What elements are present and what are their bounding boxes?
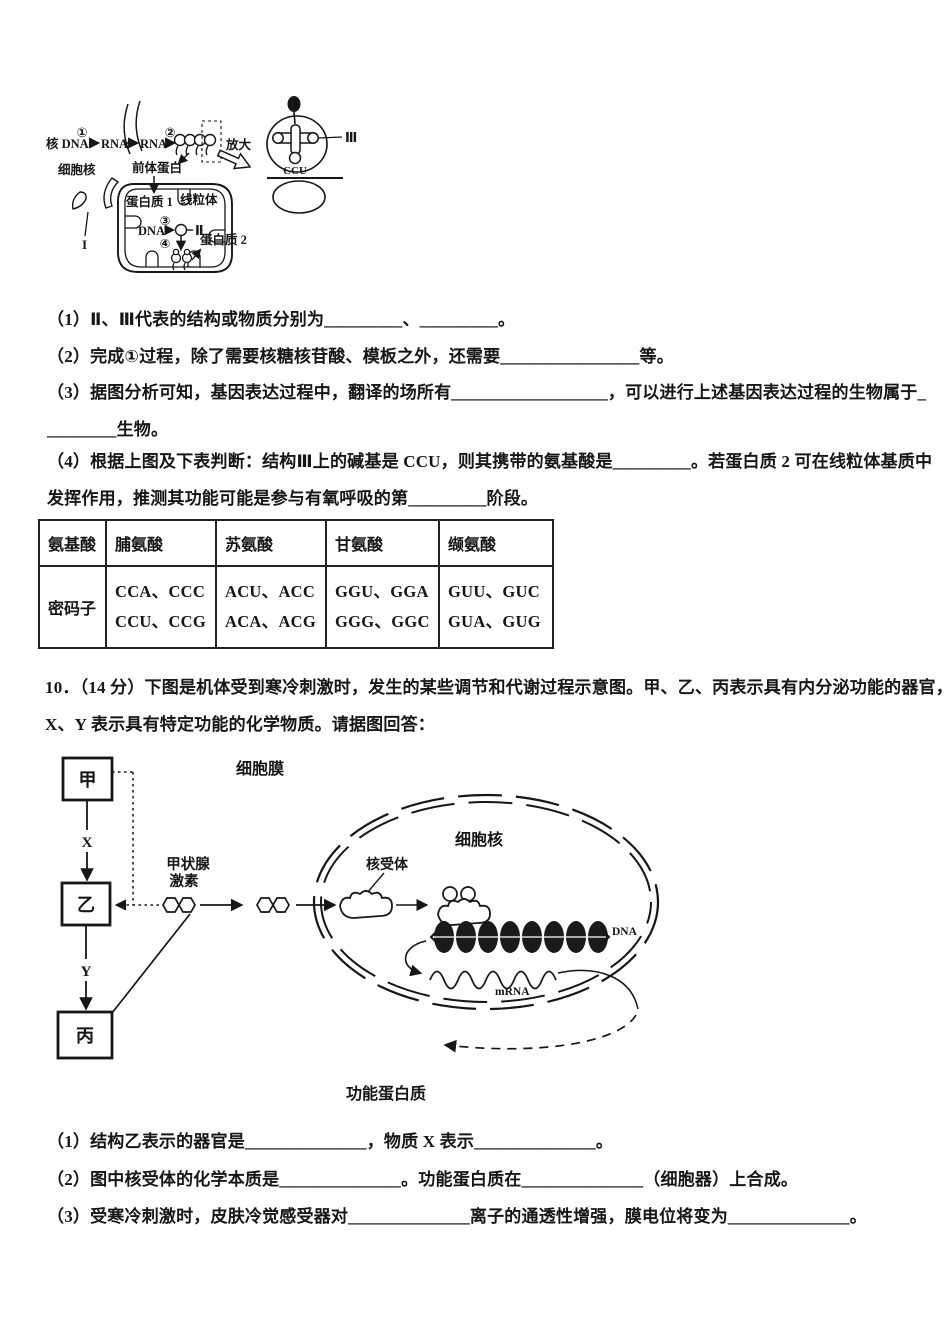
hormone-regulation-diagram: 甲 X 乙 Y 丙 甲状腺 激素 细胞 xyxy=(56,756,660,1103)
q9-4a: （4）根据上图及下表判断：结构Ⅲ上的碱基是 CCU，则其携带的氨基酸是_____… xyxy=(47,452,933,471)
trna-stem xyxy=(290,124,301,155)
codon-cell-valine: GUU、GUC GUA、GUG xyxy=(440,567,552,647)
codon-line: GGU、GGA xyxy=(335,582,429,601)
trna-anticodon-loop xyxy=(288,151,302,165)
arrow-to-precursor xyxy=(177,152,190,165)
mito-ribosomes xyxy=(170,248,193,271)
mito-label: 线粒体 xyxy=(180,192,218,207)
bing-to-hormone-line xyxy=(111,913,191,1014)
nuclear-envelope-inner xyxy=(320,801,652,1003)
hormone-molecules-2 xyxy=(256,897,290,913)
nucleus-label: 细胞核 xyxy=(455,830,503,849)
table-row-label-codon: 密码子 xyxy=(40,567,107,647)
protein2-label: 蛋白质 2 xyxy=(200,232,247,247)
enlarged-ribosome: CCU Ⅲ xyxy=(266,96,357,214)
rna2-label: RNA xyxy=(140,137,167,151)
cell-membrane-label: 细胞膜 xyxy=(236,759,284,778)
q10-1: （1）结构乙表示的器官是______________，物质 X 表示______… xyxy=(47,1132,614,1151)
transcription-arrow xyxy=(404,940,427,977)
roman3-label: Ⅲ xyxy=(345,130,357,145)
label-I-pointer xyxy=(84,211,89,237)
q9-2: （2）完成①过程，除了需要核糖核苷酸、模板之外，还需要_____________… xyxy=(47,347,674,366)
substance-y-label: Y xyxy=(81,964,92,980)
table-header-proline: 脯氨酸 xyxy=(107,521,217,567)
anticodon-ccu: CCU xyxy=(283,165,307,177)
nuclear-dna-label: 核 DNA xyxy=(46,136,89,151)
hormone-receptor-complex xyxy=(437,886,491,926)
table-header-glycine: 甘氨酸 xyxy=(327,521,440,567)
protein1-label: 蛋白质 1 xyxy=(126,194,173,209)
substance-x-label: X xyxy=(82,835,93,851)
q10-2: （2）图中核受体的化学本质是______________。功能蛋白质在_____… xyxy=(47,1170,799,1189)
codon-line: GGG、GGC xyxy=(335,612,430,631)
organ-bing-box xyxy=(56,1010,114,1060)
roman2-label: Ⅱ xyxy=(195,223,204,238)
mrna-label: mRNA xyxy=(495,986,530,998)
q10-3: （3）受寒冷刺激时，皮肤冷觉感受器对______________离子的通透性增强… xyxy=(47,1207,867,1226)
organ-jia-label: 甲 xyxy=(79,770,97,790)
q9-3a: （3）据图分析可知，基因表达过程中，翻译的场所有________________… xyxy=(47,383,927,402)
nuclear-receptor-label: 核受体 xyxy=(366,856,409,873)
q10-stem-line2: X、Y 表示具有特定功能的化学物质。请据图回答： xyxy=(45,715,435,734)
gene-expression-diagram: ① 核 DNA RNA RNA ② 细胞核 I xyxy=(46,96,357,273)
codon-line: GUU、GUC xyxy=(448,582,540,601)
q9-3b: ________生物。 xyxy=(47,420,169,439)
q10-stem-line1: 10．（14 分）下图是机体受到寒冷刺激时，发生的某些调节和代谢过程示意图。甲、… xyxy=(45,678,950,697)
table-header-threonine: 苏氨酸 xyxy=(217,521,327,567)
codon-line: CCA、CCC xyxy=(115,582,206,601)
polysome xyxy=(173,133,217,156)
dna-label: DNA xyxy=(612,926,638,938)
codon-cell-glycine: GGU、GGA GGG、GGC xyxy=(327,567,440,647)
translation-dashed-arrow xyxy=(443,1014,637,1053)
nuclear-envelope-outer xyxy=(312,793,660,1011)
feedback-dotted-line xyxy=(112,771,165,911)
zoom-label: 放大 xyxy=(225,137,252,152)
roman3-pointer xyxy=(318,136,343,139)
membrane-structures xyxy=(71,177,120,210)
mito-rna-circle xyxy=(174,223,188,237)
step1-circled: ① xyxy=(76,125,87,140)
codon-line: ACU、ACC xyxy=(225,582,316,601)
precursor-protein-label: 前体蛋白 xyxy=(132,160,182,175)
zoom-block-arrow xyxy=(216,149,252,170)
step2-circled: ② xyxy=(164,125,175,140)
codon-cell-threonine: ACU、ACC ACA、ACG xyxy=(217,567,327,647)
nucleus-label: 细胞核 xyxy=(58,162,96,177)
nuclear-envelope xyxy=(123,100,143,155)
rna1-label: RNA xyxy=(101,137,128,151)
dna-helix xyxy=(429,921,611,953)
label-I: I xyxy=(82,237,87,252)
thyroid-hormone-label-1: 甲状腺 xyxy=(166,855,210,873)
codon-line: GUA、GUG xyxy=(448,612,541,631)
codon-line: CCU、CCG xyxy=(115,612,207,631)
table-header-aminoacid: 氨基酸 xyxy=(40,521,107,567)
arrow-to-protein2 xyxy=(191,248,202,261)
thyroid-hormone-label-2: 激素 xyxy=(170,872,199,890)
mrna-wave xyxy=(429,970,557,990)
mito-dna-label: DNA xyxy=(138,224,165,238)
q9-1: （1）Ⅱ、Ⅲ代表的结构或物质分别为_________、_________。 xyxy=(47,310,516,329)
hormone-molecules-1 xyxy=(162,897,196,913)
organ-yi-label: 乙 xyxy=(77,895,95,915)
mrna-export-line xyxy=(557,969,639,1010)
small-subunit xyxy=(272,180,326,214)
table-header-valine: 缬氨酸 xyxy=(440,521,552,567)
nuclear-receptor-shape xyxy=(339,890,393,919)
receptor-pointer-line xyxy=(366,872,385,894)
q9-4b: 发挥作用，推测其功能可能是参与有氧呼吸的第_________阶段。 xyxy=(47,489,539,508)
step4-circled: ④ xyxy=(160,237,171,251)
step3-circled: ③ xyxy=(160,214,171,228)
functional-protein-label: 功能蛋白质 xyxy=(346,1084,426,1103)
codon-line: ACA、ACG xyxy=(225,612,317,631)
organ-bing-label: 丙 xyxy=(76,1026,94,1046)
codon-table: 氨基酸 脯氨酸 苏氨酸 甘氨酸 缬氨酸 密码子 CCA、CCC CCU、CCG … xyxy=(38,519,554,649)
codon-cell-proline: CCA、CCC CCU、CCG xyxy=(107,567,217,647)
